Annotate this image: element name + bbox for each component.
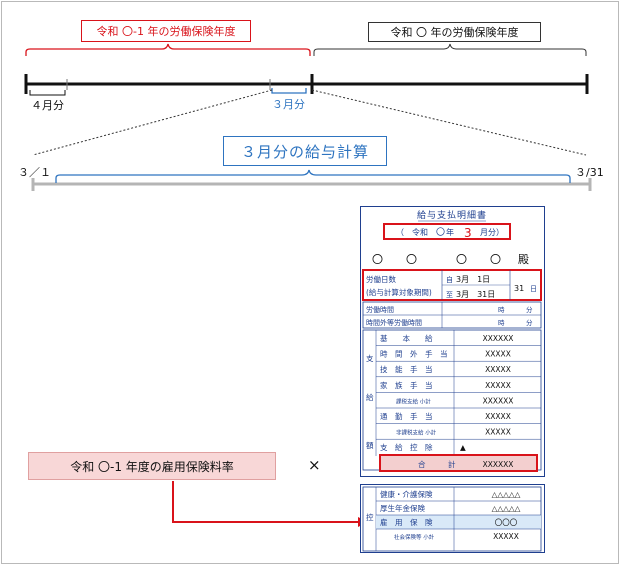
payslip-title: 給与支払明細書 (417, 209, 487, 221)
period-month: 3 (464, 226, 472, 240)
deduction-section-label: 控 (366, 512, 374, 522)
overtime-minutes-unit: 分 (526, 318, 533, 327)
zoom-line-right (311, 89, 587, 156)
work-hours-unit: 時 (498, 306, 505, 314)
employment-insurance-highlight (376, 515, 541, 529)
deduction-form: 控 健康・介護保険 △△△△△ 厚生年金保険 △△△△△ 雇 用 保 険 〇〇〇社会保険等… (360, 484, 545, 553)
pay-item-value: XXXXXX (483, 396, 514, 405)
total-label: 合 計 (418, 459, 456, 469)
march-end-label: ３/31 (575, 166, 604, 179)
svg-text:額: 額 (366, 440, 374, 450)
name-mark-1: 〇 (372, 253, 383, 266)
current-year-label: 令和 〇 年の労働保険年度 (368, 22, 541, 42)
zoom-line-left (32, 89, 273, 156)
payslip-form: 給与支払明細書 （ 令和 〇 年 3 月分） 〇 〇 〇 〇 殿 労働日数 (給… (360, 206, 545, 477)
pay-item-label: 時 間 外 手 当 (380, 349, 448, 359)
prev-year-brace (25, 43, 311, 56)
work-days-label: 労働日数 (366, 274, 396, 284)
period-prefix: （ 令和 (396, 227, 428, 237)
pay-items-table: 基 本 給 XXXXXX 時 間 外 手 当 XXXXX 技 能 手 当 XXXXX 家 族… (376, 333, 541, 452)
deduction-item-value: △△△△△ (492, 490, 521, 499)
pay-item-value: XXXXX (485, 365, 511, 374)
name-mark-4: 〇 (490, 253, 501, 266)
insurance-rate-label: 令和 〇-1 年度の雇用保険料率 (28, 452, 276, 480)
period-year: 年 (446, 227, 454, 237)
pay-item-label: 基 本 給 (380, 333, 433, 343)
name-suffix: 殿 (518, 253, 529, 266)
pay-item-value: XXXXX (485, 350, 511, 359)
pay-item-label: 課税支給 小計 (396, 397, 431, 405)
multiply-sign: × (308, 456, 321, 474)
calc-period-label: (給与計算対象期間) (366, 287, 432, 297)
overtime-hours-unit: 時 (498, 319, 505, 327)
days-value: 31 (514, 284, 524, 293)
march-bracket (271, 88, 307, 94)
overtime-label: 時間外等労働時間 (366, 318, 422, 327)
deduction-item-label: 社会保険等 小計 (394, 533, 435, 541)
pay-item-value: XXXXX (485, 412, 511, 421)
svg-text:給: 給 (366, 392, 374, 402)
pay-item-value: XXXXXX (483, 334, 514, 343)
pay-item-label: 通 勤 手 当 (380, 411, 433, 421)
deduction-item-label: 厚生年金保険 (380, 503, 425, 513)
period-circle: 〇 (436, 227, 445, 238)
current-year-brace (313, 43, 587, 56)
march-calc-title: ３月分の給与計算 (223, 136, 387, 166)
work-hours-label: 労働時間 (366, 305, 394, 314)
to-value: 3月 31日 (456, 290, 495, 299)
march-start-label: ３／１ (18, 166, 51, 179)
april-label: ４月分 (31, 99, 64, 112)
deduction-item-label: 雇 用 保 険 (380, 517, 433, 527)
deduction-item-value: XXXXX (493, 532, 519, 541)
days-unit: 日 (530, 285, 537, 293)
pay-item-label: 非課税支給 小計 (396, 429, 437, 437)
pay-item-value: ▲ (460, 443, 466, 452)
deduction-item-label: 健康・介護保険 (380, 489, 433, 499)
deduction-item-value: △△△△△ (492, 504, 521, 513)
svg-text:支: 支 (366, 353, 374, 363)
rate-arrow-line (172, 481, 360, 523)
from-value: 3月 1日 (456, 275, 490, 284)
name-mark-3: 〇 (456, 253, 467, 266)
april-bracket (29, 90, 66, 96)
period-suffix: 月分） (480, 228, 504, 237)
pay-item-label: 技 能 手 当 (380, 364, 433, 374)
work-minutes-unit: 分 (526, 305, 533, 314)
payslip-period-box (383, 223, 511, 240)
prev-year-label: 令和 〇-1 年の労働保険年度 (81, 20, 251, 42)
pay-item-label: 支 給 控 除 (380, 442, 433, 452)
work-days-box (362, 269, 542, 301)
pay-item-value: XXXXX (485, 381, 511, 390)
pay-item-value: XXXXX (485, 428, 511, 437)
march-label: ３月分 (272, 98, 305, 111)
deduction-item-value: 〇〇〇 (495, 518, 518, 527)
from-label: 自 (446, 275, 453, 284)
pay-item-label: 家 族 手 当 (380, 380, 433, 390)
to-label: 至 (446, 291, 453, 299)
total-row (379, 454, 538, 472)
total-value: XXXXXX (483, 460, 514, 469)
name-mark-2: 〇 (406, 253, 417, 266)
march-calc-brace (55, 169, 571, 183)
